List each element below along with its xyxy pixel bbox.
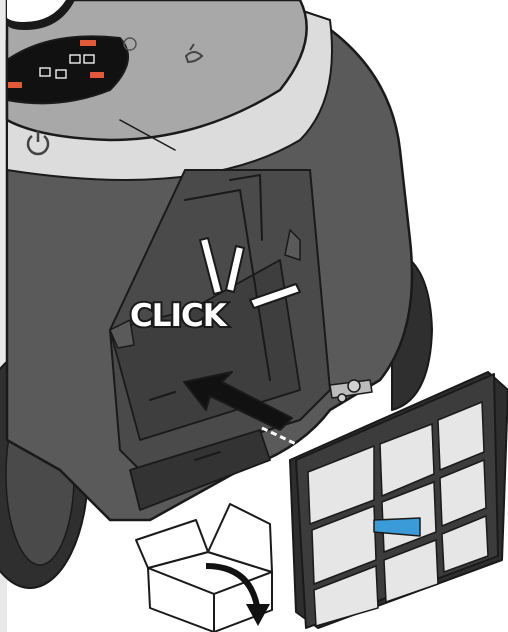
filter-pull-tab <box>374 518 420 536</box>
indicator-light <box>8 82 22 88</box>
indicator-light <box>80 40 96 46</box>
indicator-light <box>90 72 104 78</box>
click-label: CLICK <box>130 298 228 334</box>
